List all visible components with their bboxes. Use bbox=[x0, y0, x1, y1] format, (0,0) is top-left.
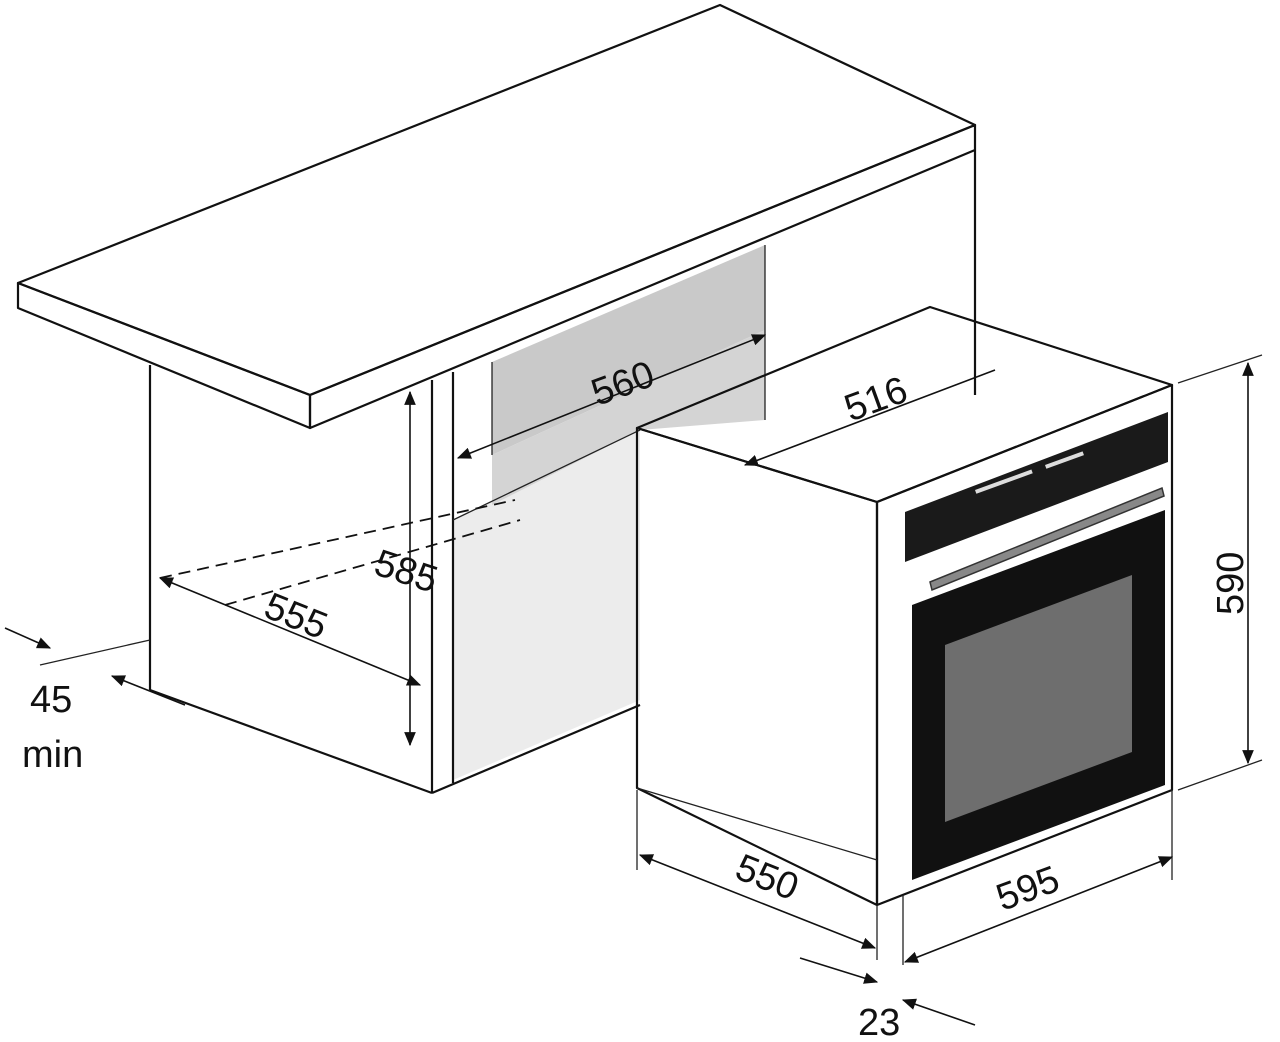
dim-gap-value: 45 bbox=[30, 679, 72, 721]
oven-side bbox=[635, 426, 879, 907]
dim-line-oven-width bbox=[903, 856, 1174, 963]
dim-oven-height: 590 bbox=[1210, 552, 1252, 615]
kitchen-cabinet bbox=[148, 150, 977, 795]
gap-guide bbox=[39, 639, 151, 666]
dim-arrow-gap-left bbox=[4, 627, 52, 649]
dim-line-niche-width bbox=[456, 334, 767, 459]
cabinet-bottom-edge bbox=[149, 688, 433, 795]
countertop-side bbox=[308, 123, 977, 430]
dim-oven-depth: 550 bbox=[730, 846, 805, 909]
door-window bbox=[945, 575, 1132, 822]
dim-front-panel-depth: 23 bbox=[858, 1002, 900, 1042]
control-panel bbox=[905, 412, 1168, 562]
dim-niche-depth: 555 bbox=[259, 585, 334, 648]
ext-line-590-top bbox=[1177, 354, 1263, 384]
countertop-front bbox=[16, 281, 312, 430]
niche-floor bbox=[453, 430, 640, 780]
oven bbox=[635, 305, 1174, 965]
dim-line-oven-depth bbox=[638, 854, 877, 949]
dim-line-niche-depth bbox=[158, 577, 422, 686]
dim-oven-body-depth: 516 bbox=[839, 369, 913, 430]
dim-arrow-panel-left bbox=[799, 957, 879, 984]
dim-gap-unit: min bbox=[22, 734, 83, 776]
dim-arrow-gap-right bbox=[110, 675, 186, 706]
dashed-guide-2 bbox=[224, 519, 521, 606]
countertop-top bbox=[16, 3, 977, 397]
ext-line-590-bottom bbox=[1177, 759, 1263, 791]
dim-arrow-panel-right bbox=[901, 998, 976, 1026]
cabinet-bottom-right bbox=[431, 703, 641, 795]
dim-oven-width: 595 bbox=[991, 858, 1065, 919]
dashed-guide-1 bbox=[159, 499, 516, 579]
countertop bbox=[16, 3, 977, 430]
oven-side-step bbox=[636, 787, 878, 861]
control-panel-indicators bbox=[975, 451, 1084, 494]
dim-line-oven-body-depth bbox=[743, 369, 996, 466]
door-handle bbox=[929, 486, 1165, 592]
